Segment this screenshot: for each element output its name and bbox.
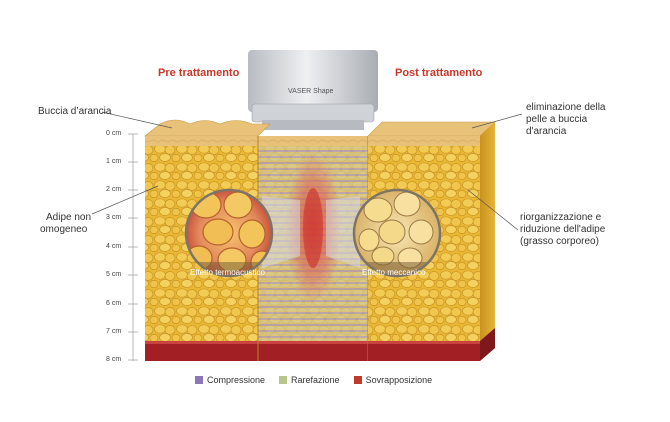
- lens-thermoacoustic: [184, 188, 274, 278]
- tick-label: 7 cm: [106, 328, 122, 335]
- lens-mechanical: [352, 188, 442, 278]
- tick-label: 1 cm: [106, 158, 122, 165]
- legend-label: Compressione: [207, 375, 266, 385]
- tick-label: 2 cm: [106, 186, 122, 193]
- legend-swatch: [353, 376, 362, 384]
- label-riorg-2: riduzione dell'adipe: [520, 224, 606, 235]
- tick-label: 0 cm: [106, 130, 122, 137]
- legend-swatch: [279, 376, 288, 384]
- device-label: VASER Shape: [288, 88, 334, 95]
- depth-ruler: [128, 133, 138, 361]
- legend-label: Rarefazione: [291, 375, 340, 385]
- tick-label: 5 cm: [106, 271, 122, 278]
- tick-label: 6 cm: [106, 300, 122, 307]
- tick-label: 4 cm: [106, 243, 122, 250]
- label-riorg-1: riorganizzazione e: [520, 212, 602, 223]
- header-pre: Pre trattamento: [158, 67, 240, 79]
- label-buccia: Buccia d’arancia: [38, 106, 112, 117]
- label-adipe-2: omogeneo: [40, 224, 88, 235]
- header-post: Post trattamento: [395, 67, 483, 79]
- legend-item-compressione: Compressione: [195, 375, 265, 385]
- legend: Compressione Rarefazione Sovrapposizione: [195, 375, 432, 385]
- leader-lines: [91, 111, 523, 231]
- legend-swatch: [195, 376, 203, 384]
- label-riorg-3: (grasso corporeo): [520, 236, 599, 247]
- tick-label: 8 cm: [106, 356, 122, 363]
- lens-label-right: Effetto meccanico: [362, 268, 426, 277]
- label-elim-2: pelle a buccia: [526, 114, 588, 125]
- label-elim-3: d'arancia: [526, 126, 567, 137]
- legend-item-rarefazione: Rarefazione: [279, 375, 340, 385]
- legend-label: Sovrapposizione: [365, 375, 433, 385]
- legend-item-sovrapposizione: Sovrapposizione: [353, 375, 433, 385]
- label-elim-1: eliminazione della: [526, 102, 606, 113]
- tick-label: 3 cm: [106, 214, 122, 221]
- lens-label-left: Effetto termoacustico: [190, 268, 265, 277]
- label-adipe-1: Adipe non: [46, 212, 92, 223]
- device: [248, 50, 378, 130]
